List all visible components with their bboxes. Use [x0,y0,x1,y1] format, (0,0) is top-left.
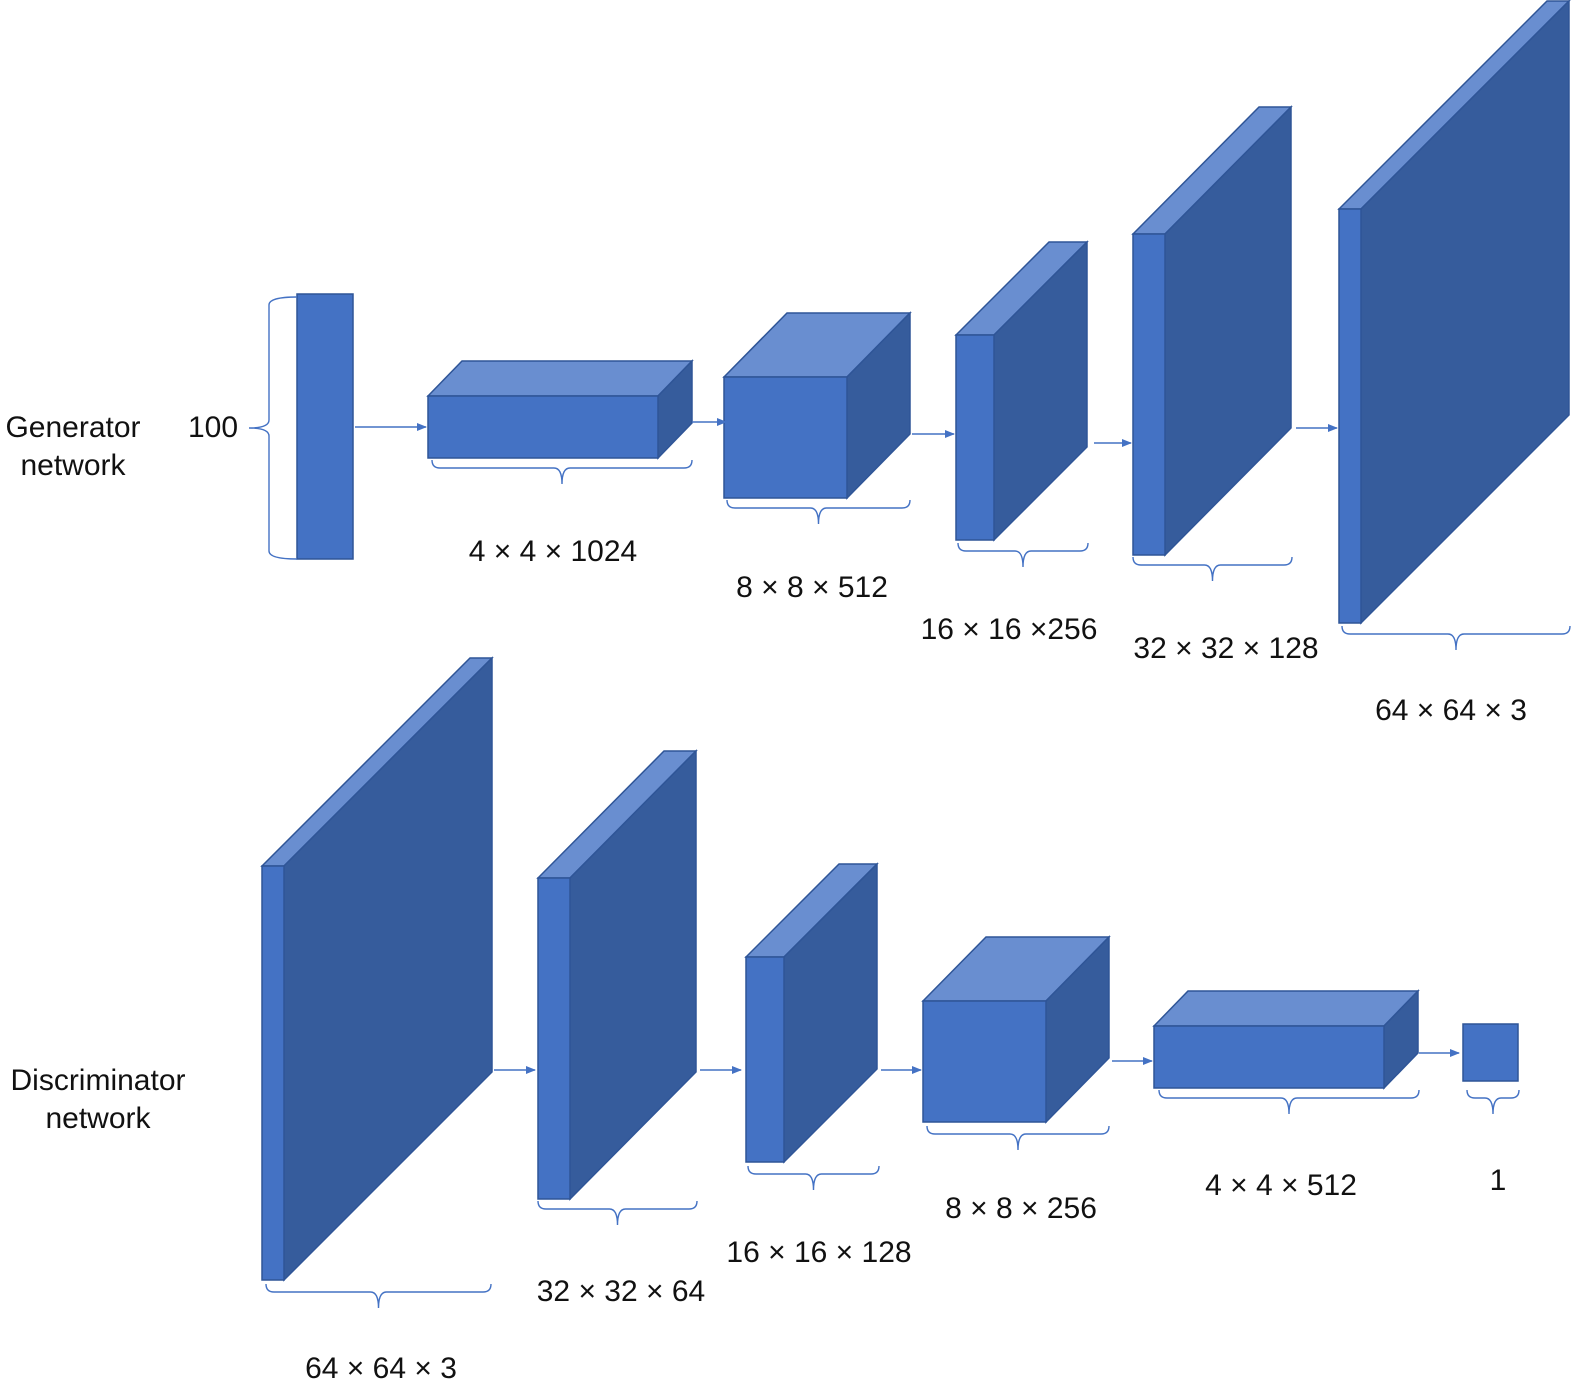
discriminator-layer-1-size: 64 × 64 × 3 [305,1352,457,1385]
generator-layer-4-block [1131,105,1293,557]
generator-input-block-front-face [296,293,354,560]
generator-layer-1-block-top-face [426,360,694,397]
discriminator-layer-5-size: 4 × 4 × 512 [1205,1169,1357,1202]
discriminator-layer-4-size: 8 × 8 × 256 [945,1192,1097,1225]
generator-layer-2-brace [726,499,911,525]
generator-layer-4-size: 32 × 32 × 128 [1133,632,1319,665]
generator-layer-4-block-side-face [1164,105,1292,557]
discriminator-label-line2: network [45,1101,151,1135]
discriminator-layer-2-brace [537,1200,698,1226]
discriminator-layer-5-brace [1158,1089,1420,1115]
discriminator-output-block [1462,1023,1519,1082]
discriminator-output-size: 1 [1489,1164,1507,1197]
discriminator-layer-4-brace [926,1125,1110,1151]
discriminator-label: Discriminator network [0,1062,196,1137]
discriminator-layer-5-block [1152,989,1420,1090]
discriminator-layer-2-block-side-face [569,749,697,1201]
discriminator-output-brace [1466,1089,1520,1115]
generator-layer-3-block [954,240,1089,542]
generator-layer-3-size: 16 × 16 ×256 [920,613,1098,646]
generator-layer-1-block-front-face [427,395,659,459]
generator-layer-2-size: 8 × 8 × 512 [736,571,888,604]
discriminator-layer-3-block-front-face [745,956,785,1163]
discriminator-output-block-front-face [1462,1023,1519,1082]
discriminator-layer-2-block-front-face [537,877,571,1200]
generator-layer-2-block [722,311,912,500]
discriminator-layer-4-block [921,935,1111,1124]
generator-input-size: 100 [188,411,239,444]
generator-layer-5-block-front-face [1338,208,1362,624]
discriminator-layer-2-block [536,749,698,1201]
discriminator-layer-3-brace [747,1165,880,1191]
generator-layer-4-block-front-face [1132,233,1166,556]
discriminator-layer-2-size: 32 × 32 × 64 [536,1275,706,1308]
generator-layer-1-size: 4 × 4 × 1024 [468,535,638,568]
generator-layer-1-block [426,359,694,460]
generator-label: Generator network [0,409,146,484]
discriminator-label-line1: Discriminator [10,1064,186,1097]
discriminator-layer-3-size: 16 × 16 × 128 [726,1236,912,1269]
generator-layer-5-size: 64 × 64 × 3 [1375,694,1527,727]
generator-layer-3-brace [957,542,1089,568]
generator-input-block [296,293,354,560]
generator-layer-2-block-front-face [723,376,848,499]
discriminator-layer-5-block-front-face [1153,1025,1385,1089]
discriminator-layer-3-block [744,862,879,1164]
generator-label-line2: network [20,448,126,482]
discriminator-layer-1-block-front-face [261,865,285,1281]
discriminator-layer-1-block [260,656,494,1282]
generator-layer-1-brace [431,459,693,485]
generator-layer-4-brace [1132,556,1293,582]
discriminator-layer-4-block-front-face [922,1000,1047,1123]
generator-layer-3-block-front-face [955,334,995,541]
generator-label-line1: Generator [5,411,141,444]
discriminator-layer-5-block-top-face [1152,990,1420,1027]
generator-input-brace [248,296,298,560]
discriminator-layer-1-brace [265,1283,492,1309]
generator-layer-5-brace [1341,625,1571,651]
generator-layer-5-block [1337,0,1571,625]
